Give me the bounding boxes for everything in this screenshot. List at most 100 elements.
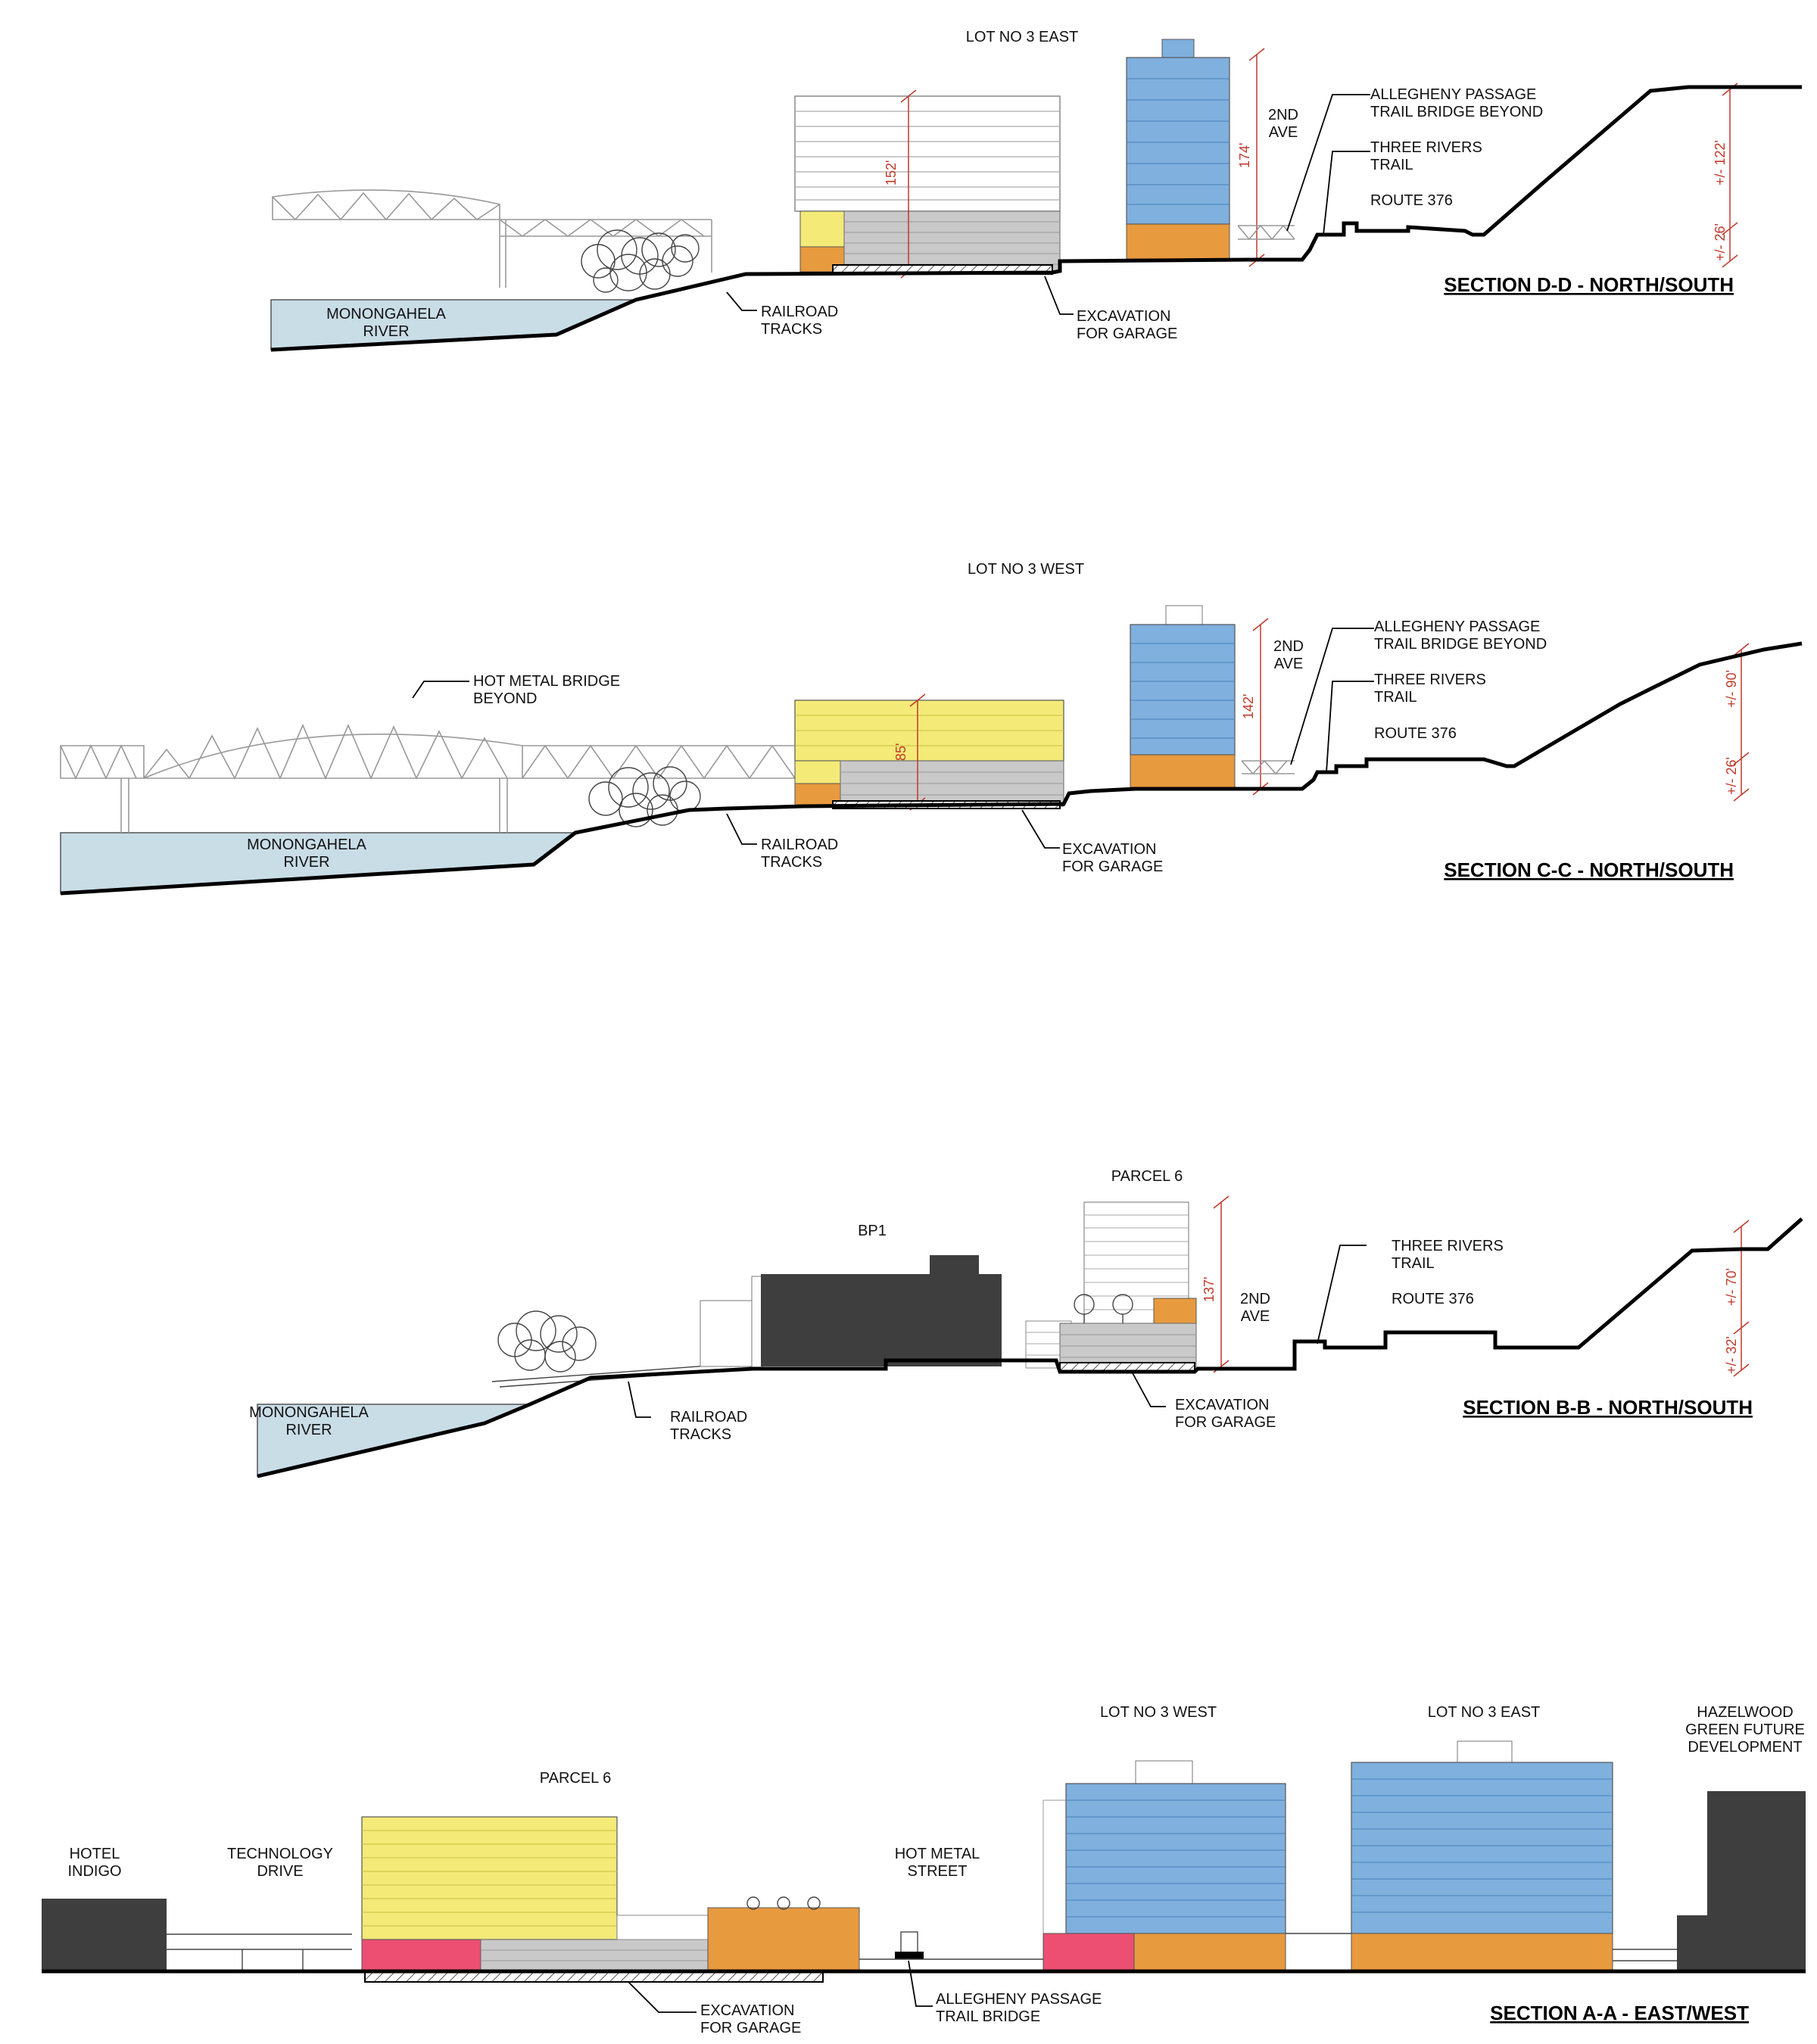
hot-metal-street-label-2: STREET — [908, 1863, 968, 1880]
excavation-label-1: EXCAVATION — [1175, 1397, 1269, 1413]
section-title: SECTION B-B - NORTH/SOUTH — [1463, 1396, 1753, 1419]
dim-32: +/- 32' — [1724, 1336, 1739, 1374]
railroad-label-1: RAILROAD — [761, 837, 838, 853]
three-rivers-label-2: TRAIL — [1374, 689, 1417, 706]
allegheny-label-1: ALLEGHENY PASSAGE — [936, 1991, 1102, 2008]
railroad-label-2: TRACKS — [670, 1426, 731, 1443]
hazelwood-label-1: HAZELWOOD — [1697, 1704, 1793, 1721]
route-label: ROUTE 376 — [1392, 1291, 1474, 1307]
allegheny-label-2: TRAIL BRIDGE BEYOND — [1374, 636, 1547, 653]
railroad-label-2: TRACKS — [761, 854, 822, 871]
parcel-6-building — [361, 1816, 860, 1972]
hotel-indigo-building — [42, 1899, 167, 1971]
trees — [581, 229, 700, 293]
excavation-label-1: EXCAVATION — [700, 2002, 794, 2019]
dim-142: 142' — [1241, 694, 1256, 719]
dim-152: 152' — [884, 160, 899, 185]
ground-line — [60, 641, 1803, 896]
excavation-label-1: EXCAVATION — [1077, 308, 1170, 325]
dim-122: +/- 122' — [1713, 140, 1728, 185]
ave-label-2: AVE — [1269, 124, 1298, 141]
ave-label-1: 2ND — [1240, 1291, 1270, 1307]
hazelwood-label-3: DEVELOPMENT — [1688, 1739, 1802, 1756]
trees — [588, 766, 701, 827]
hot-metal-label-2: BEYOND — [473, 690, 537, 707]
route-label: ROUTE 376 — [1370, 192, 1453, 209]
hot-metal-street-label-1: HOT METAL — [895, 1846, 980, 1862]
three-rivers-label-1: THREE RIVERS — [1370, 139, 1482, 156]
dim-85: 85' — [893, 743, 908, 761]
truss-bridge — [272, 189, 712, 288]
section-title: SECTION D-D - NORTH/SOUTH — [1444, 273, 1734, 296]
dim-137: 137' — [1201, 1277, 1217, 1302]
rooftop-trees — [1074, 1294, 1133, 1323]
tech-label-1: TECHNOLOGY — [227, 1846, 333, 1862]
excavation-label-2: FOR GARAGE — [700, 2020, 801, 2036]
ground-line — [257, 1217, 1803, 1478]
excavation-label-2: FOR GARAGE — [1077, 326, 1177, 342]
three-rivers-label-2: TRAIL — [1392, 1255, 1435, 1272]
section-title: SECTION A-A - EAST/WEST — [1490, 2002, 1749, 2024]
section-a-a: HOTEL INDIGO TECHNOLOGY DRIVE PARCEL 6 H… — [42, 1704, 1806, 2036]
lot-3-west-building — [1043, 1760, 1286, 1972]
lot-west-label: LOT NO 3 WEST — [1100, 1704, 1217, 1721]
dim-26: +/- 26' — [1724, 757, 1739, 795]
river-label-2: RIVER — [285, 1422, 332, 1438]
lot-east-label: LOT NO 3 EAST — [1428, 1704, 1541, 1721]
ave-label-2: AVE — [1241, 1308, 1270, 1325]
ave-label-2: AVE — [1274, 656, 1304, 672]
parcel-6-tower — [1059, 1195, 1230, 1373]
hot-metal-truss-bridge — [60, 723, 803, 833]
railroad-label-1: RAILROAD — [761, 304, 838, 320]
hazelwood-annex — [1677, 1915, 1709, 1971]
section-c-c: LOT NO 3 WEST HOT METAL BRIDGE BEYOND MO… — [60, 561, 1803, 896]
dim-70: +/- 70' — [1724, 1268, 1739, 1306]
trail-bridge — [859, 1931, 1045, 1960]
hot-metal-label-1: HOT METAL BRIDGE — [473, 673, 620, 690]
dim-26: +/- 26' — [1713, 223, 1728, 261]
ave-label-1: 2ND — [1268, 107, 1298, 123]
parcel-label: PARCEL 6 — [1111, 1168, 1183, 1185]
excavation-label-1: EXCAVATION — [1062, 841, 1156, 858]
bp1-label: BP1 — [858, 1223, 887, 1239]
section-b-b: BP1 PARCEL 6 MONONGAHELA RIVER RAILROAD … — [249, 1168, 1803, 1478]
river-label-2: RIVER — [283, 854, 329, 871]
three-rivers-label-1: THREE RIVERS — [1374, 671, 1486, 688]
rooftop-trees — [746, 1896, 821, 1910]
dim-174: 174' — [1237, 143, 1252, 168]
railroad-label-2: TRACKS — [761, 321, 822, 338]
river-label-1: MONONGAHELA — [326, 306, 446, 322]
railroad-label-1: RAILROAD — [670, 1409, 747, 1426]
section-title: SECTION C-C - NORTH/SOUTH — [1444, 858, 1734, 881]
lot-label: LOT NO 3 EAST — [966, 29, 1079, 45]
parcel-label: PARCEL 6 — [540, 1770, 611, 1787]
lot-3-east-tower — [794, 89, 1061, 279]
section-d-d: LOT NO 3 EAST MONONGAHELA RIVER RAILROAD… — [270, 29, 1802, 352]
trees — [497, 1310, 597, 1373]
blue-tower-c — [1130, 605, 1269, 796]
dim-90: +/- 90' — [1724, 670, 1739, 708]
blue-tower-d — [1126, 39, 1265, 267]
river-label-2: RIVER — [363, 323, 409, 340]
lot-3-east-building — [1351, 1740, 1613, 1972]
allegheny-label-1: ALLEGHENY PASSAGE — [1370, 86, 1536, 103]
three-rivers-label-2: TRAIL — [1370, 157, 1413, 173]
lot-3-west-building — [794, 693, 1064, 811]
ave-label-1: 2ND — [1273, 638, 1304, 655]
bp1-building — [700, 1255, 1072, 1369]
route-label: ROUTE 376 — [1374, 725, 1457, 742]
excavation-label-2: FOR GARAGE — [1062, 858, 1163, 875]
three-rivers-label-1: THREE RIVERS — [1392, 1238, 1504, 1254]
lot-label: LOT NO 3 WEST — [968, 561, 1084, 578]
hazelwood-label-2: GREEN FUTURE — [1685, 1722, 1805, 1738]
excavation-label-2: FOR GARAGE — [1175, 1414, 1276, 1431]
river-label-1: MONONGAHELA — [249, 1404, 369, 1421]
allegheny-label-2: TRAIL BRIDGE — [936, 2008, 1040, 2025]
hotel-label-2: INDIGO — [67, 1863, 121, 1880]
tech-label-2: DRIVE — [257, 1863, 303, 1880]
hotel-label-1: HOTEL — [70, 1846, 120, 1862]
allegheny-label-2: TRAIL BRIDGE BEYOND — [1370, 104, 1543, 120]
ground-line — [270, 85, 1802, 352]
hazelwood-building — [1707, 1791, 1806, 1971]
